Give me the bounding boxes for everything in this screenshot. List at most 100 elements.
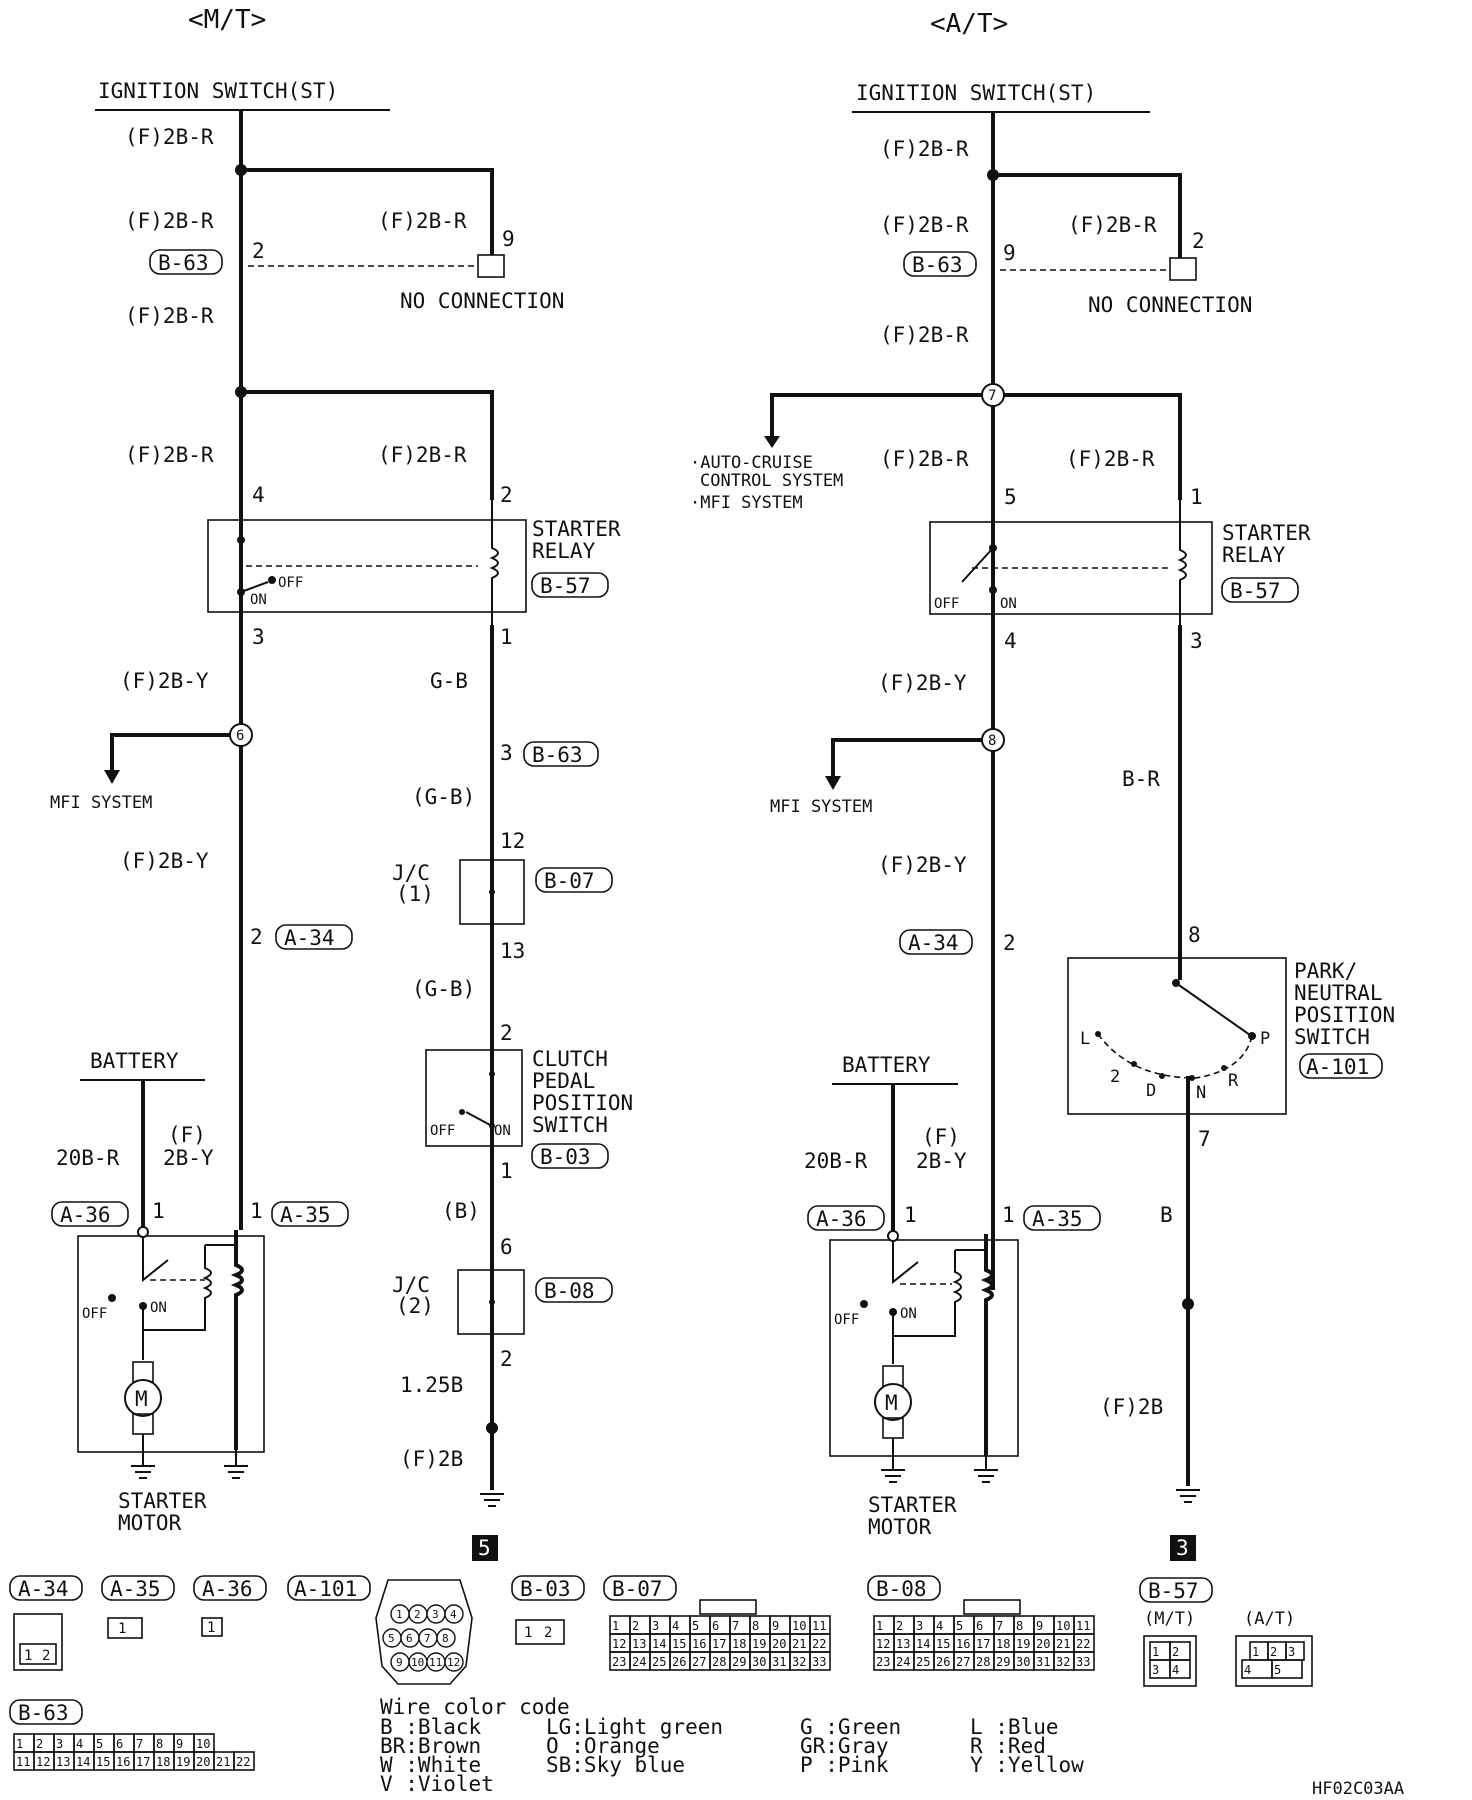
at-no-connection-terminal [1169,257,1197,281]
at-pns-pos-label: L [1080,1029,1090,1049]
at-pns-box [1067,957,1287,1115]
at-a36-label: A-36 [816,1207,867,1231]
at-pns-label: POSITION [1294,1003,1395,1027]
color-code-entry: P :Pink [800,1753,889,1777]
legend-a101-connector [375,1579,473,1685]
at-cruise-label: CONTROL SYSTEM [700,471,843,491]
mt-wire-label: (F)2B-R [378,443,467,467]
at-b57-badge [1221,577,1299,603]
mt-terminal [137,1226,149,1238]
mt-motor-coil-2 [230,1230,244,1450]
at-relay-pin: 5 [1004,485,1017,509]
mt-motor-label: M [135,1387,148,1411]
b63-pin: 6 [116,1737,123,1751]
at-joint-label: 7 [988,388,996,404]
a101-pin: 12 [447,1656,460,1669]
at-no-connection-label: NO CONNECTION [1088,293,1252,317]
a101-pin: 2 [414,1608,421,1621]
at-wire-label: B [1160,1203,1173,1227]
b08-pin: 22 [1076,1637,1090,1651]
b07-pin: 11 [812,1619,826,1633]
b57-mt-shell [1143,1635,1197,1687]
mt-no-connection-label: NO CONNECTION [400,289,564,313]
at-motor-on: ON [900,1306,917,1322]
legend-b57-label: B-57 [1148,1579,1199,1603]
at-a101-badge [1299,1053,1383,1079]
a101-pin: 1 [396,1608,403,1621]
b07-pin: 8 [752,1619,759,1633]
legend-b03-badge [511,1575,585,1601]
mt-relay-switch-arm [240,581,269,593]
at-pns-position [1189,1075,1195,1081]
b07-pin: 3 [652,1619,659,1633]
mt-a35-label: A-35 [280,1203,331,1227]
at-pin-label: 8 [1188,923,1201,947]
at-motor-coil-1 [893,1249,986,1337]
b57-mt-cell [1169,1659,1191,1679]
mt-motor-symbol [124,1379,162,1417]
legend-a101-badge [287,1575,371,1601]
at-wire-label: B-R [1122,767,1160,791]
mt-starter-relay-box [207,519,527,613]
mt-b63-label: B-63 [532,743,583,767]
b63-pin: 5 [96,1737,103,1751]
at-b63-label: B-63 [912,253,963,277]
at-relay-label: RELAY [1222,543,1286,567]
mt-motor-coil-1 [143,1244,235,1331]
mt-header: <M/T> [188,5,266,35]
at-wire-label: (F)2B-R [1066,447,1155,471]
color-code-entry: BR:Brown [380,1734,481,1758]
mt-b03-badge [531,1143,609,1169]
mt-wire-label: (F)2B-R [378,209,467,233]
mt-ground-number: 5 [478,1536,491,1560]
b07-pin: 7 [732,1619,739,1633]
legend-a36-connector [201,1617,223,1637]
b07-pin: 1 [612,1619,619,1633]
mt-section: IGNITION SWITCH(ST) (F)2B-R (F)2B-R (F)2… [50,79,633,1561]
b63-pin: 17 [136,1755,150,1769]
b08-pin: 13 [896,1637,910,1651]
mt-on-label: ON [250,592,267,608]
at-motor-contact [860,1300,868,1308]
mt-motor-contact [108,1294,116,1302]
b57-at-cell [1271,1659,1303,1679]
at-ground-number-box [1170,1535,1196,1561]
color-code-entry: Y :Yellow [970,1753,1084,1777]
color-code-entry: LG:Light green [546,1715,723,1739]
mt-pin-label: 1 [500,1159,513,1183]
b07-pin: 20 [772,1637,786,1651]
mt-a36-badge [51,1201,129,1227]
mt-pin-label: 1 [152,1199,165,1223]
legend-b07-latch [699,1599,757,1615]
b57-mt-pin: 3 [1152,1663,1159,1677]
mt-ignition-label: IGNITION SWITCH(ST) [98,79,338,103]
mt-ground-symbol [131,1434,155,1479]
color-code-entry: G :Green [800,1715,901,1739]
mt-ground-number-box [472,1535,498,1561]
mt-clutch-label: CLUTCH [532,1047,608,1071]
b08-pin: 31 [1036,1655,1050,1669]
b63-pin: 9 [176,1737,183,1751]
mt-ground-symbol [224,1450,248,1479]
b63-pin: 19 [176,1755,190,1769]
at-pin-label: 1 [904,1203,917,1227]
at-a35-badge [1023,1205,1101,1231]
at-pin-label: 1 [1002,1203,1015,1227]
b08-pin: 6 [976,1619,983,1633]
at-wire-label: (F)2B-Y [878,853,967,877]
b07-pin: 24 [632,1655,646,1669]
at-motor-off: OFF [834,1312,859,1328]
at-cruise-wire [770,393,982,436]
at-section: IGNITION SWITCH(ST) (F)2B-R (F)2B-R (F)2… [690,81,1395,1561]
at-a34-badge [899,929,973,955]
mt-mfi-wire [110,733,230,772]
b08-pin: 4 [936,1619,943,1633]
at-pns-label: PARK/ [1294,959,1357,983]
mt-wire-label: (F)2B-R [125,209,214,233]
mt-relay-label: RELAY [532,539,596,563]
mt-wire-label: (F) [168,1123,206,1147]
